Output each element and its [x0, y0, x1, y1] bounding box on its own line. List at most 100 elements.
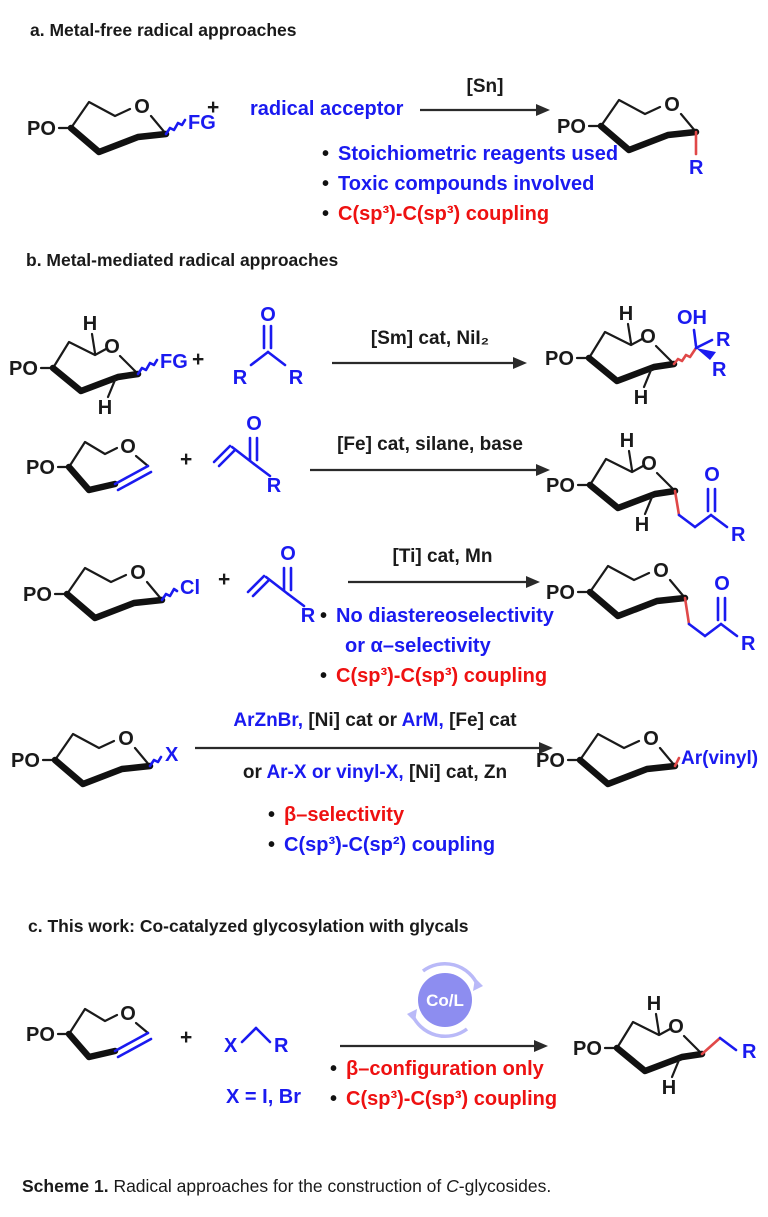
carbonyl-oxygen-label: O: [260, 304, 276, 326]
po-label: PO: [546, 582, 575, 604]
r-label: R: [301, 605, 316, 627]
r-label: R: [741, 633, 756, 655]
bullet-dot: •: [322, 143, 330, 165]
caption-tail: -glycosides.: [458, 1176, 552, 1196]
conditions-a: [Sn]: [466, 76, 504, 97]
vinyl-double-bond: [212, 444, 232, 464]
ring-oxygen-label: O: [130, 562, 146, 584]
r-label: R: [233, 367, 248, 389]
enol-ether-double-bond: [113, 464, 150, 486]
carbonyl-oxygen-label: O: [246, 413, 262, 435]
po-label: PO: [9, 358, 38, 380]
bullet-item: • Toxic compounds involved: [322, 173, 594, 196]
po-label: PO: [11, 750, 40, 772]
x-definition: X = I, Br: [226, 1086, 302, 1108]
ketone-structure: O R R: [233, 304, 304, 389]
x-label: X: [224, 1035, 238, 1057]
red-bond: [673, 756, 681, 768]
ring-oxygen-label: O: [104, 336, 120, 358]
badge-circle: [418, 973, 472, 1027]
h-label: H: [647, 993, 661, 1015]
bullet-item: •β–configuration only: [330, 1058, 544, 1081]
section-b-heading: b. Metal-mediated radical approaches: [26, 250, 339, 270]
plus-sign: +: [218, 568, 231, 591]
po-label: PO: [536, 750, 565, 772]
plus-sign: +: [207, 96, 220, 119]
carbonyl-oxygen-label: O: [280, 543, 296, 565]
glycal-structure: PO O: [26, 436, 153, 494]
caption-body: Radical approaches for the construction …: [108, 1176, 447, 1196]
bullet-item: •C(sp³)-C(sp³) coupling: [320, 665, 547, 688]
c-glycoside-ketone-product: PO O O R: [546, 560, 756, 655]
po-label: PO: [545, 348, 574, 370]
ring-oxygen-label: O: [643, 728, 659, 750]
bullet-text: or α–selectivity: [345, 635, 491, 657]
conditions-b3: [Ti] cat, Mn: [392, 546, 493, 567]
condition-segment: ArM,: [401, 710, 450, 731]
bullet-dot: •: [330, 1088, 338, 1110]
wavy-bond: [136, 358, 159, 376]
bullet-text: C(sp³)-C(sp³) coupling: [338, 203, 550, 225]
bullet-item: •β–selectivity: [268, 804, 404, 827]
po-label: PO: [23, 584, 52, 606]
reaction-arrow: [348, 576, 540, 588]
enol-ether-double-bond: [113, 1031, 150, 1053]
ring-oxygen-label: O: [118, 728, 134, 750]
conditions-b4-bottom: or Ar-X or vinyl-X, [Ni] cat, Zn: [195, 762, 555, 784]
ring-oxygen-label: O: [641, 453, 657, 475]
ring-oxygen-label: O: [653, 560, 669, 582]
po-label: PO: [546, 475, 575, 497]
h-label: H: [98, 397, 112, 419]
h-label: H: [662, 1077, 676, 1099]
caption-italic-c: C: [446, 1176, 459, 1196]
pyranose-r-product: PO O R: [557, 94, 704, 179]
po-label: PO: [26, 1024, 55, 1046]
x-label: X: [165, 744, 179, 766]
c-alkyl-glycoside-product: PO H O H R: [573, 993, 757, 1099]
bullet-text: C(sp³)-C(sp³) coupling: [336, 665, 548, 687]
r-label: R: [712, 359, 727, 381]
bullet-text: β–configuration only: [346, 1058, 544, 1080]
section-a-heading: a. Metal-free radical approaches: [30, 20, 297, 40]
c-glycoside-ketone-product: PO H O H O R: [546, 430, 746, 546]
bullet-item: •C(sp³)-C(sp³) coupling: [330, 1088, 557, 1111]
plus-sign: +: [180, 1026, 193, 1049]
pyranose-h-fg-structure: PO H O H FG: [9, 313, 188, 419]
condition-segment: or: [242, 762, 267, 783]
plus-sign: +: [180, 448, 193, 471]
reaction-arrow: [195, 742, 553, 754]
wavy-bond: [164, 118, 187, 136]
fg-label: FG: [160, 351, 188, 373]
condition-segment: [Fe] cat: [449, 710, 517, 731]
wedge-bond: [696, 348, 716, 360]
bullet-dot: •: [268, 804, 276, 826]
po-label: PO: [573, 1038, 602, 1060]
bullet-item: •No diastereoselectivity: [320, 605, 554, 628]
condition-segment: [Ni] cat, Zn: [408, 762, 508, 783]
h-label: H: [83, 313, 97, 335]
bullet-dot: •: [322, 173, 330, 195]
conditions-b1: [Sm] cat, NiI₂: [370, 328, 490, 349]
reaction-arrow: [340, 1040, 548, 1052]
r-label: R: [731, 524, 746, 546]
bullet-text: C(sp³)-C(sp²) coupling: [284, 834, 496, 856]
r-label: R: [689, 157, 704, 179]
reaction-arrow: [310, 464, 550, 476]
pyranose-fg-structure: PO O FG: [27, 96, 216, 156]
ar-vinyl-label: Ar(vinyl): [681, 748, 758, 769]
bullet-text: Toxic compounds involved: [338, 173, 595, 195]
conditions-b4-top: ArZnBr, [Ni] cat or ArM, [Fe] cat: [195, 710, 555, 732]
red-wavy-bond: [672, 346, 698, 366]
wavy-bond: [160, 587, 179, 602]
red-bond: [683, 596, 691, 626]
r-label: R: [742, 1041, 757, 1063]
reaction-arrow: [420, 104, 550, 116]
h-label: H: [620, 430, 634, 452]
h-label: H: [634, 387, 648, 409]
red-bond: [673, 489, 681, 517]
po-label: PO: [557, 116, 586, 138]
glycosyl-halide-structure: PO O X: [11, 728, 179, 788]
bullet-item: • Stoichiometric reagents used: [322, 143, 618, 166]
recycle-arrow-icon: [421, 961, 480, 987]
bullet-text: Stoichiometric reagents used: [338, 143, 619, 165]
